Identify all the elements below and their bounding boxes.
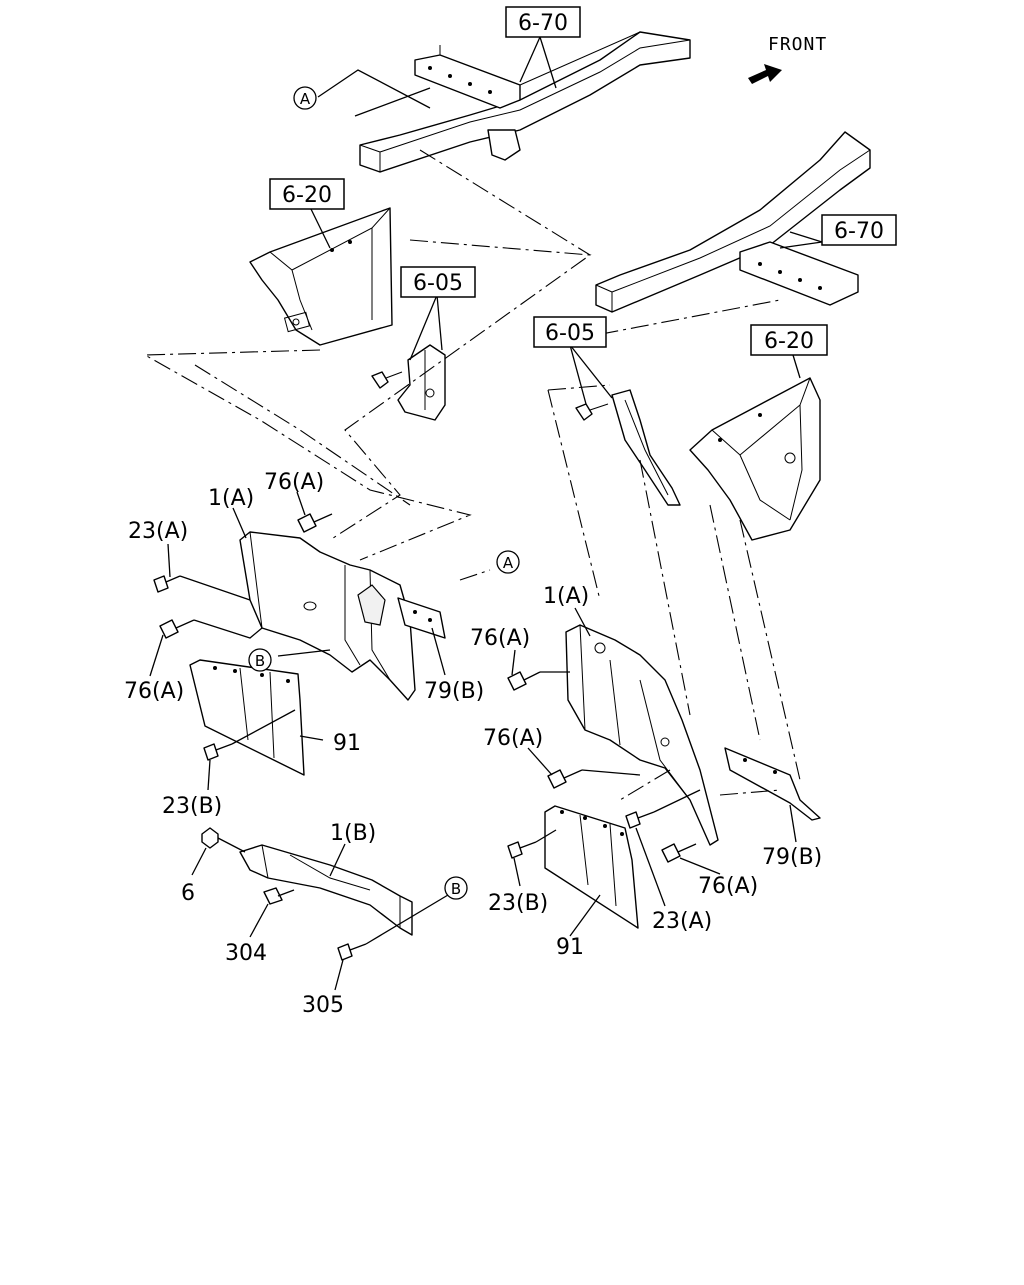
svg-text:6-20: 6-20	[282, 183, 332, 208]
svg-text:6-70: 6-70	[834, 219, 884, 244]
svg-text:6-05: 6-05	[413, 271, 463, 296]
front-arrow-icon	[748, 64, 782, 84]
callout-bot-305: 305	[302, 993, 344, 1018]
assembly-lines	[143, 149, 801, 801]
callout-right-91: 91	[556, 935, 584, 960]
mud-guard-left	[239, 531, 446, 701]
fasteners	[153, 513, 697, 961]
mud-flap-left	[189, 659, 305, 776]
ref-box-6-20-left: 6-20	[269, 178, 345, 210]
callout-right-76a-bottom: 76(A)	[698, 874, 758, 899]
ref-box-6-70-right: 6-70	[821, 214, 897, 246]
circle-ref-a-mid: A	[496, 550, 520, 574]
frame-rail-right	[595, 131, 871, 313]
circle-ref-b-bottom: B	[444, 876, 468, 900]
mud-guard-right	[565, 624, 821, 846]
circle-ref-b-left: B	[248, 648, 272, 672]
svg-text:A: A	[503, 554, 514, 572]
callout-right-76a-mid: 76(A)	[483, 726, 543, 751]
ref-box-6-20-right: 6-20	[750, 324, 828, 356]
svg-text:B: B	[255, 652, 265, 670]
svg-text:A: A	[300, 90, 311, 108]
callout-bot-1b: 1(B)	[330, 821, 376, 846]
callout-right-1a: 1(A)	[543, 584, 589, 609]
wheel-house-left	[249, 207, 393, 346]
callout-right-76a-top: 76(A)	[470, 626, 530, 651]
callout-left-79b: 79(B)	[424, 679, 484, 704]
callout-left-91: 91	[333, 731, 361, 756]
bracket-1b	[239, 844, 413, 936]
leader-lines	[149, 36, 823, 991]
circle-ref-a-top: A	[293, 86, 317, 110]
callout-left-23b: 23(B)	[162, 794, 222, 819]
ref-box-6-05-right: 6-05	[533, 316, 607, 348]
callout-bot-6: 6	[181, 881, 195, 906]
callout-left-1a: 1(A)	[208, 486, 254, 511]
front-label: FRONT	[768, 34, 827, 55]
frame-rail-top	[359, 31, 691, 173]
svg-text:6-05: 6-05	[545, 321, 595, 346]
callout-right-23b: 23(B)	[488, 891, 548, 916]
ref-box-6-70-top: 6-70	[505, 6, 581, 38]
bracket-left	[371, 344, 446, 421]
callout-left-23a: 23(A)	[128, 519, 188, 544]
callout-left-76a-top: 76(A)	[264, 470, 324, 495]
svg-text:6-20: 6-20	[764, 329, 814, 354]
wheel-house-right	[689, 377, 821, 541]
svg-text:B: B	[451, 880, 461, 898]
ref-box-6-05-left: 6-05	[400, 266, 476, 298]
mud-flap-right	[544, 805, 639, 929]
svg-text:6-70: 6-70	[518, 11, 568, 36]
bracket-right	[575, 389, 681, 506]
callout-bot-304: 304	[225, 941, 267, 966]
callout-left-76a-bottom: 76(A)	[124, 679, 184, 704]
callout-right-23a: 23(A)	[652, 909, 712, 934]
callout-right-79b: 79(B)	[762, 845, 822, 870]
